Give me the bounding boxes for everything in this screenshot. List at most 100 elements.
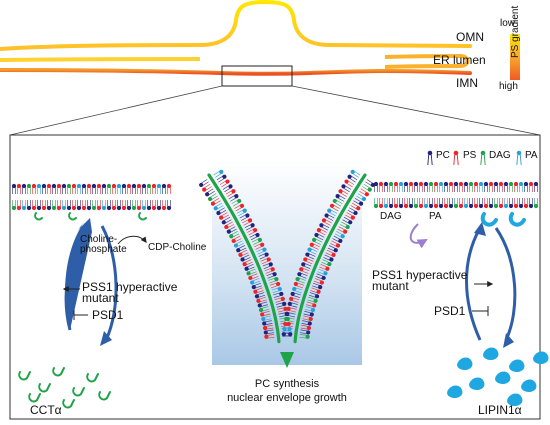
lipid: [256, 296, 267, 303]
lipid: [26, 183, 32, 194]
center-caption: PC synthesis nuclear envelope growth: [227, 378, 347, 404]
lipid: [286, 306, 297, 313]
lipid: [533, 181, 539, 192]
lipid: [236, 208, 247, 217]
lipid: [359, 188, 369, 197]
cdp-choline-label: CDP-Choline: [148, 242, 207, 253]
lipid: [244, 223, 255, 231]
lipid: [282, 326, 293, 332]
lipid: [248, 273, 259, 281]
cct-free: [52, 367, 65, 377]
lipid: [166, 200, 172, 211]
lipid: [31, 200, 37, 211]
lipid: [156, 183, 162, 194]
lipid: [106, 183, 112, 194]
lipid: [151, 200, 157, 211]
lipid: [344, 179, 355, 188]
lipid: [76, 200, 82, 211]
lipid: [341, 184, 352, 193]
omn-label: OMN: [456, 30, 484, 44]
lipid: [498, 181, 504, 192]
lipid: [126, 200, 132, 211]
lipid: [413, 198, 419, 209]
lipid: [528, 181, 534, 192]
lipid: [96, 183, 102, 194]
lipid: [284, 316, 295, 323]
lipid: [362, 183, 372, 192]
lipid: [81, 183, 87, 194]
lipid: [356, 193, 367, 202]
lipid: [398, 198, 404, 209]
lipid: [216, 207, 227, 216]
lipid: [448, 181, 454, 192]
cct-free: [18, 371, 31, 381]
lipid: [111, 200, 117, 211]
lipin-free-group: [447, 347, 549, 406]
lipid: [41, 183, 47, 194]
lipid: [314, 232, 325, 241]
lipid: [373, 181, 379, 192]
lipid: [473, 198, 479, 209]
left-cycle-up-arrow-body: [64, 223, 88, 331]
cct-free: [72, 387, 85, 397]
lipid: [238, 249, 249, 257]
er-hairpin-right: [384, 53, 470, 69]
lipid: [51, 183, 57, 194]
lipin-free: [495, 371, 511, 384]
lipid: [463, 198, 469, 209]
lipid: [263, 329, 274, 335]
gradient-title: PS gradient: [510, 5, 521, 58]
er-hairpin-left: [0, 57, 201, 62]
zoom-line-left: [9, 85, 223, 136]
lipid: [91, 183, 97, 194]
lipid: [258, 252, 269, 260]
lipid: [443, 181, 449, 192]
lipid: [321, 218, 332, 226]
lipid: [453, 181, 459, 192]
lipid: [156, 200, 162, 211]
lipid: [302, 315, 313, 322]
lipid: [226, 226, 237, 234]
lipid: [309, 242, 320, 250]
lipid: [321, 259, 332, 267]
imn-membrane: [0, 68, 472, 76]
lipid: [423, 198, 429, 209]
cct-free: [62, 399, 75, 409]
legend-marker: [453, 150, 459, 166]
lipid: [418, 181, 424, 192]
lipid: [66, 200, 72, 211]
lipid: [219, 212, 229, 220]
lipid: [56, 183, 62, 194]
lipid: [493, 181, 499, 192]
lipin-free: [521, 379, 537, 392]
lipid: [299, 334, 310, 339]
lipid: [317, 268, 328, 276]
cct-free: [38, 383, 51, 393]
lipid: [262, 320, 273, 326]
lipid: [260, 257, 271, 265]
lipid: [483, 181, 489, 192]
legend-dag-label: DAG: [489, 150, 511, 161]
lipid: [325, 249, 336, 257]
cct-bound: [138, 212, 147, 221]
right-membrane: [373, 181, 539, 209]
lipid: [36, 183, 42, 194]
right-cycle-down-arrow-body: [494, 227, 517, 341]
lipin-bound: [480, 212, 498, 227]
ps-gradient-bar: [510, 34, 520, 80]
lipid: [21, 200, 27, 211]
lipin-free: [447, 385, 463, 398]
lipid: [264, 334, 275, 339]
lipid: [300, 324, 312, 331]
lipid: [21, 183, 27, 194]
lipid: [339, 221, 350, 230]
lipid: [234, 203, 245, 212]
lipin1-alpha-label: LIPIN1α: [478, 403, 522, 417]
lipid: [46, 183, 52, 194]
lipid: [61, 183, 67, 194]
legend-marker: [427, 150, 433, 166]
legend-ps-label: PS: [463, 150, 477, 161]
lipid: [408, 198, 414, 209]
legend-pa-label: PA: [525, 150, 538, 161]
lipid: [350, 169, 361, 178]
